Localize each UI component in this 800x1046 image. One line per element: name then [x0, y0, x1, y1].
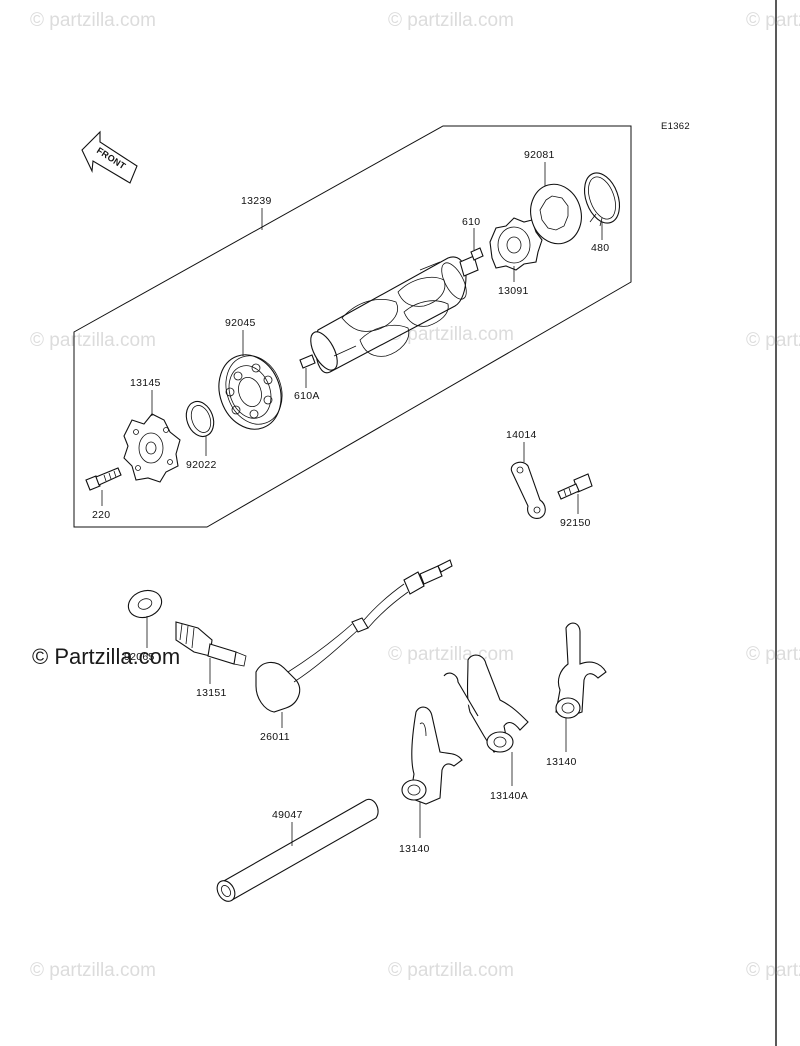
label-220[interactable]: 220 [92, 509, 110, 521]
label-92150[interactable]: 92150 [560, 517, 591, 529]
label-13140-right[interactable]: 13140 [546, 756, 577, 768]
watermark: © partzilla.com [30, 330, 156, 351]
bolt-92150 [557, 473, 593, 500]
label-610[interactable]: 610 [462, 216, 480, 228]
front-arrow-icon: FRONT [81, 130, 138, 184]
washer-92022 [185, 400, 215, 438]
bolt-220 [85, 467, 122, 491]
pin-610 [470, 247, 484, 261]
lever-14014 [510, 461, 546, 519]
shaft-49047 [216, 798, 379, 902]
circlip-480 [583, 172, 621, 227]
watermark: © partzilla.com [388, 324, 514, 345]
label-13091[interactable]: 13091 [498, 285, 529, 297]
shift-drum [310, 255, 479, 374]
label-480[interactable]: 480 [591, 242, 609, 254]
star-wheel-13145 [123, 413, 181, 483]
label-14014[interactable]: 14014 [506, 429, 537, 441]
leader-lines [101, 162, 603, 846]
watermark-grid: © partzilla.com © partzilla.com © partzi… [30, 10, 800, 981]
star-plate-13091 [489, 217, 543, 271]
label-610a[interactable]: 610A [294, 390, 320, 402]
label-49047[interactable]: 49047 [272, 809, 303, 821]
diagram-code: E1362 [661, 121, 690, 132]
watermark: © partzilla.com [746, 10, 800, 31]
part-labels: 13239 92081 480 610 13091 92045 610A 131… [92, 149, 609, 855]
shift-fork-13140a [443, 654, 529, 753]
watermark: © partzilla.com [746, 330, 800, 351]
assembly-box-outline [73, 125, 632, 528]
label-92022[interactable]: 92022 [186, 459, 217, 471]
label-13239[interactable]: 13239 [241, 195, 272, 207]
label-92045[interactable]: 92045 [225, 317, 256, 329]
shift-fork-13140-left [401, 706, 463, 805]
pin-610a [299, 354, 316, 369]
cable-26011 [255, 559, 453, 713]
label-13145[interactable]: 13145 [130, 377, 161, 389]
watermark-prominent: © Partzilla.com [32, 644, 180, 669]
switch-13151 [175, 621, 247, 667]
watermark: © partzilla.com [30, 960, 156, 981]
label-92065[interactable]: 92065 [124, 651, 155, 663]
washer-92065 [127, 589, 163, 619]
watermark: © partzilla.com [388, 960, 514, 981]
watermark: © partzilla.com [388, 10, 514, 31]
watermark: © partzilla.com [388, 644, 514, 665]
watermark: © partzilla.com [746, 644, 800, 665]
bearing-92045 [218, 354, 283, 430]
label-13140a[interactable]: 13140A [490, 790, 528, 802]
plate-92081 [530, 183, 582, 245]
label-26011[interactable]: 26011 [260, 731, 290, 743]
shift-fork-13140-right [555, 622, 607, 719]
watermark: © partzilla.com [30, 10, 156, 31]
label-13140-left[interactable]: 13140 [399, 843, 430, 855]
label-92081[interactable]: 92081 [524, 149, 555, 161]
watermark: © partzilla.com [746, 960, 800, 981]
label-13151[interactable]: 13151 [196, 687, 227, 699]
